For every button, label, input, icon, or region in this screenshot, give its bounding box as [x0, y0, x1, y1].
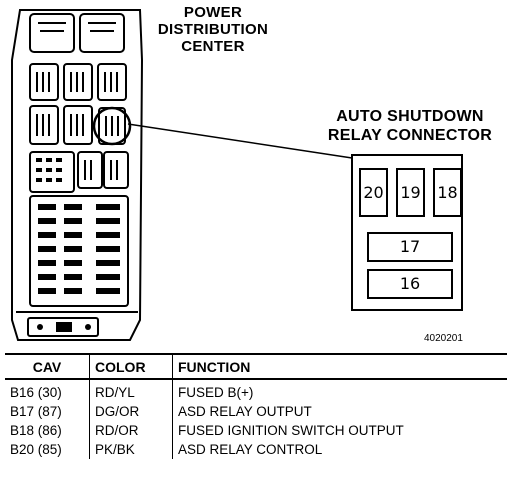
asd-leader-line	[127, 123, 353, 159]
pdc-bottom-connector	[27, 317, 99, 337]
pdc-housing	[11, 9, 144, 341]
pdc-relay-row1-b	[63, 63, 93, 101]
asd-connector-body	[351, 154, 463, 311]
pdc-relay-row1-c	[97, 63, 127, 101]
pin-20-label: 20	[363, 183, 384, 202]
color-cell: RD/OR	[89, 421, 173, 440]
asd-relay	[98, 107, 126, 145]
color-cell: RD/YL	[89, 379, 173, 402]
pin-18-label: 18	[437, 183, 458, 202]
pin-table: CAV COLOR FUNCTION B16 (30) RD/YL FUSED …	[5, 353, 507, 459]
pdc-relay-top-left	[29, 13, 75, 53]
header-cav: CAV	[5, 354, 90, 380]
table-row: B20 (85) PK/BK ASD RELAY CONTROL	[5, 440, 507, 459]
pin-19-label: 19	[400, 183, 421, 202]
pdc-relay-row3-a	[77, 151, 103, 189]
pin-20-box	[359, 168, 388, 217]
function-cell: FUSED IGNITION SWITCH OUTPUT	[172, 421, 507, 440]
function-cell: ASD RELAY CONTROL	[172, 440, 507, 459]
pdc-fuse-panel	[29, 195, 129, 307]
pdc-diagram	[11, 9, 463, 341]
cav-cell: B16 (30)	[10, 385, 62, 400]
table-row: B16 (30) RD/YL FUSED B(+)	[5, 379, 507, 402]
pdc-title-line-3: CENTER	[181, 38, 245, 55]
function-cell: ASD RELAY OUTPUT	[172, 402, 507, 421]
asd-title-line-1: AUTO SHUTDOWN	[336, 108, 484, 125]
pdc-relay-row3-b	[103, 151, 129, 189]
pin-16-box	[367, 269, 453, 299]
pin-18-box	[433, 168, 462, 217]
cav-cell: B18 (86)	[10, 423, 62, 438]
header-function: FUNCTION	[172, 354, 507, 380]
pdc-relay-row1-a	[29, 63, 59, 101]
table-row: B17 (87) DG/OR ASD RELAY OUTPUT	[5, 402, 507, 421]
asd-title: AUTO SHUTDOWN RELAY CONNECTOR	[312, 107, 508, 145]
pin-19-box	[396, 168, 425, 217]
pdc-mini-fuse-block	[29, 151, 75, 193]
pin-16-label: 16	[399, 274, 421, 293]
pdc-relay-row2-a	[29, 105, 59, 145]
pin-17-box	[367, 232, 453, 262]
pdc-relay-top-right	[79, 13, 125, 53]
figure-id: 4020201	[424, 333, 463, 344]
cav-cell: B20 (85)	[10, 442, 62, 457]
pin-17-label: 17	[399, 237, 421, 256]
table-header-row: CAV COLOR FUNCTION	[5, 354, 507, 380]
table-row: B18 (86) RD/OR FUSED IGNITION SWITCH OUT…	[5, 421, 507, 440]
color-cell: DG/OR	[89, 402, 173, 421]
asd-title-line-2: RELAY CONNECTOR	[327, 127, 493, 144]
pdc-relay-row2-b	[63, 105, 93, 145]
pdc-title-line-1: POWER	[183, 4, 243, 21]
pdc-title-line-2: DISTRIBUTION	[157, 21, 269, 38]
cav-cell: B17 (87)	[10, 404, 62, 419]
header-color: COLOR	[89, 354, 173, 380]
function-cell: FUSED B(+)	[172, 379, 507, 402]
pdc-title: POWER DISTRIBUTION CENTER	[148, 4, 278, 55]
color-cell: PK/BK	[89, 440, 173, 459]
